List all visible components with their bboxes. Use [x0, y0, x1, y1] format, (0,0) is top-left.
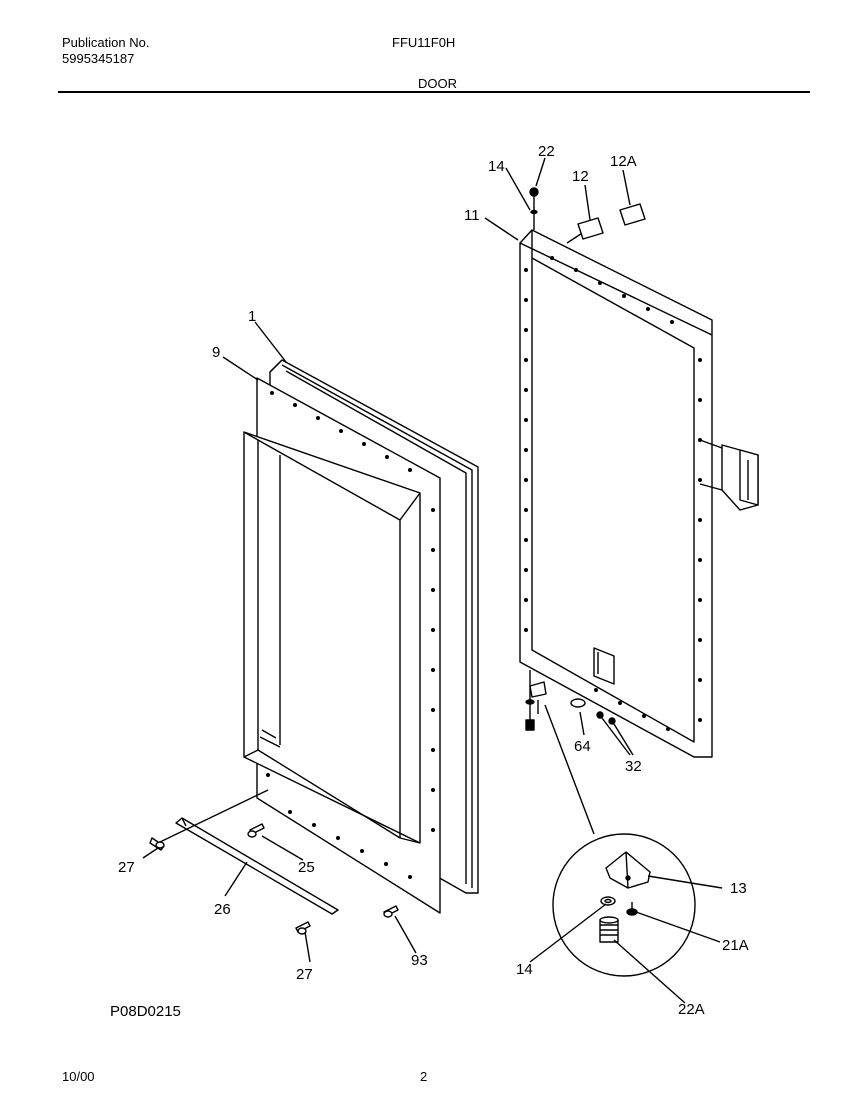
screws: [149, 823, 399, 935]
label-12: [577, 217, 604, 240]
callout-12: 12: [572, 168, 589, 185]
callout-32: 32: [625, 758, 642, 775]
callout-25: 25: [298, 859, 315, 876]
callout-14-inset: 14: [516, 961, 533, 978]
callout-13: 13: [730, 880, 747, 897]
callout-22a: 22A: [678, 1001, 705, 1018]
publication-label: Publication No.: [62, 35, 150, 50]
section-title: DOOR: [418, 76, 457, 91]
callout-9: 9: [212, 344, 220, 361]
top-hinge-pin: [529, 187, 539, 230]
callout-11: 11: [464, 207, 480, 224]
callout-27-left: 27: [118, 859, 135, 876]
callout-26: 26: [214, 901, 231, 918]
leader-lines: [142, 157, 723, 1004]
header-divider: [58, 91, 810, 93]
label-12a: [619, 203, 646, 226]
callout-22: 22: [538, 143, 555, 160]
outer-door-panel: [519, 227, 713, 758]
publication-number: 5995345187: [62, 51, 135, 66]
callout-93: 93: [411, 952, 428, 969]
revision-date: 10/00: [62, 1069, 95, 1084]
callout-27-bottom: 27: [296, 966, 313, 983]
inner-door-liner: [243, 377, 441, 914]
hinge-detail-inset: [552, 833, 696, 977]
kickplate: [175, 817, 339, 915]
bottom-hinge-recess: [593, 647, 615, 685]
inset-leader: [544, 704, 595, 835]
callout-21a: 21A: [722, 937, 749, 954]
page-number: 2: [420, 1069, 428, 1084]
callout-1: 1: [248, 308, 256, 325]
drawing-reference: P08D0215: [110, 1003, 181, 1020]
liner-screw-holes: [266, 391, 435, 879]
model-number: FFU11F0H: [392, 35, 456, 50]
outer-panel-screw-holes: [524, 256, 702, 731]
callout-12a: 12A: [610, 153, 637, 170]
bottom-hardware: [525, 670, 616, 731]
callout-64: 64: [574, 738, 591, 755]
door-handle: [699, 439, 759, 511]
callout-14-top: 14: [488, 158, 505, 175]
